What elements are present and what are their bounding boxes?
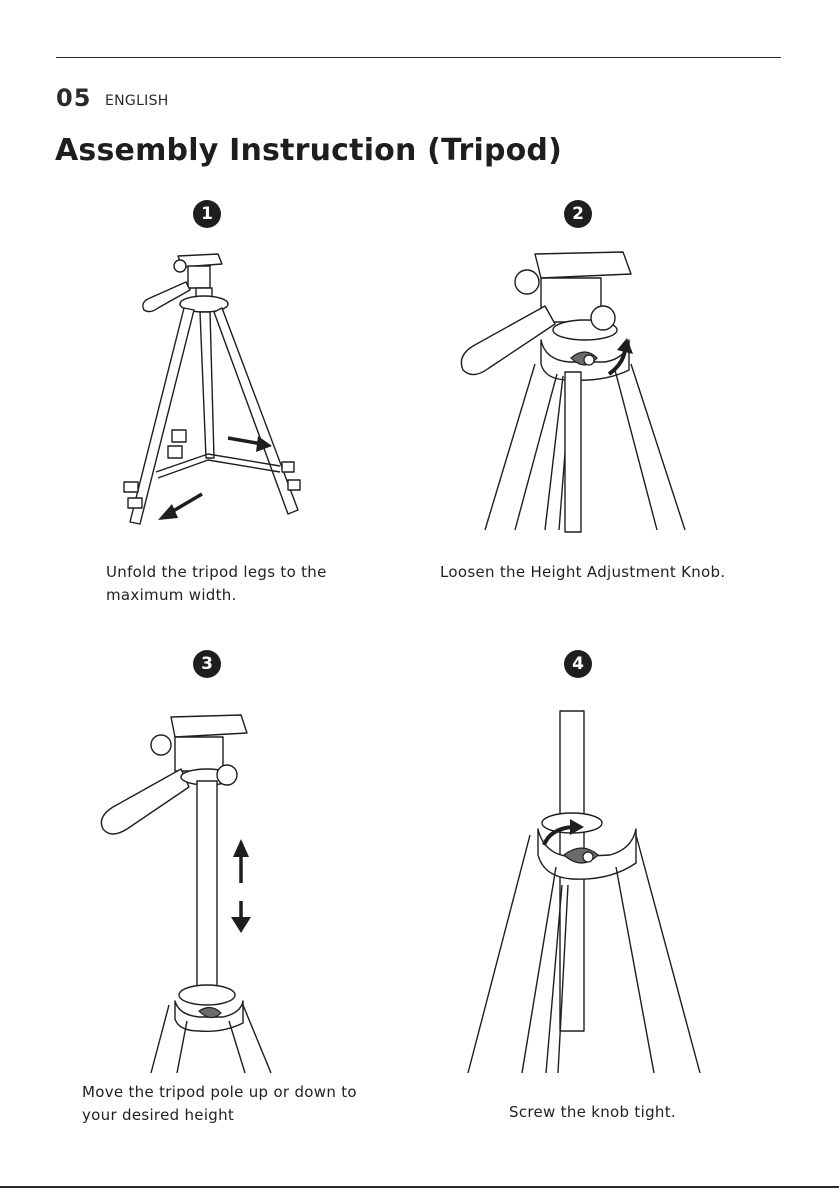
step-3-caption: Move the tripod pole up or down to your … [82, 1081, 357, 1127]
step-1-caption-line-1: Unfold the tripod legs to the [106, 561, 327, 584]
step-4-tighten-knob-illustration [460, 705, 710, 1075]
step-2-caption: Loosen the Height Adjustment Knob. [440, 561, 725, 584]
step-3-adjust-height-illustration [95, 705, 295, 1075]
step-4-caption-line-1: Screw the knob tight. [509, 1101, 676, 1124]
language-label: ENGLISH [105, 92, 169, 110]
step-2-caption-line-1: Loosen the Height Adjustment Knob. [440, 561, 725, 584]
step-1-badge: 1 [193, 200, 221, 228]
step-2-loosen-knob-illustration [445, 240, 705, 535]
page-number: 05 [56, 84, 91, 112]
step-1-tripod-unfold-illustration [110, 240, 320, 540]
step-2-badge: 2 [564, 200, 592, 228]
step-4-caption: Screw the knob tight. [509, 1101, 676, 1124]
header-rule [56, 57, 781, 58]
step-3-caption-line-1: Move the tripod pole up or down to [82, 1081, 357, 1104]
step-4-badge: 4 [564, 650, 592, 678]
page-title: Assembly Instruction (Tripod) [55, 131, 562, 171]
step-1-caption: Unfold the tripod legs to the maximum wi… [106, 561, 327, 607]
step-3-badge: 3 [193, 650, 221, 678]
step-1-caption-line-2: maximum width. [106, 584, 327, 607]
step-3-caption-line-2: your desired height [82, 1104, 357, 1127]
